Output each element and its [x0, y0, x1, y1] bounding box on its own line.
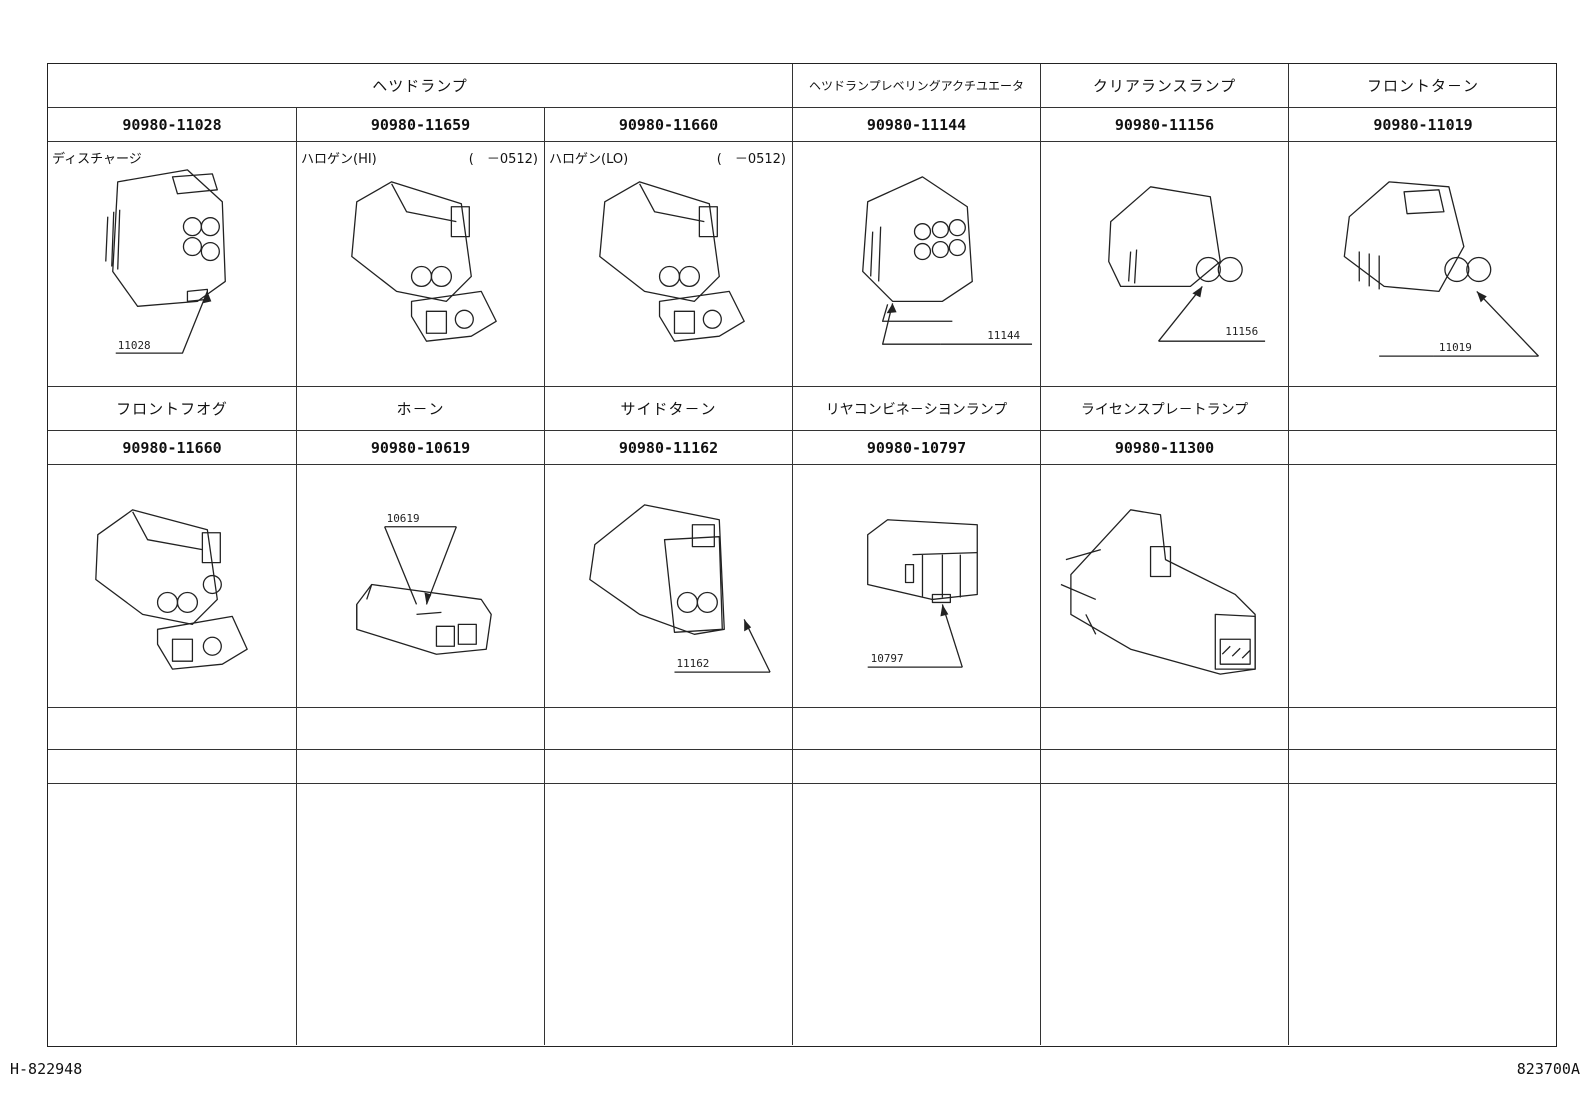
part-number: 90980-10797: [793, 431, 1041, 465]
connector-drawing: 11162: [589, 504, 771, 673]
group-header-leveling-actuator: ヘツドランプレベリングアクチユエータ: [793, 64, 1041, 108]
part-number: [1289, 431, 1557, 465]
connector-drawing: 11144: [862, 176, 1033, 345]
connector-table: ヘツドランプ ヘツドランプレベリングアクチユエータ クリアランスランプ フロント…: [47, 63, 1557, 1047]
group-header-rear-combination-lamp: リヤコンビネ－シヨンランプ: [793, 387, 1041, 431]
empty-cell: [1041, 708, 1289, 750]
connector-drawing: [95, 509, 248, 670]
callout-label: 11156: [1225, 325, 1258, 338]
part-number: 90980-11019: [1289, 108, 1557, 142]
variant-date-note: ( －0512): [468, 152, 538, 167]
connector-drawing: [599, 181, 745, 342]
group-header-license-plate-lamp: ライセンスプレ－トランプ: [1041, 387, 1289, 431]
drawing-number-right: 823700A: [1516, 1060, 1580, 1078]
empty-cell: [1041, 750, 1289, 784]
callout-label: 11162: [676, 657, 709, 670]
part-number: 90980-11144: [793, 108, 1041, 142]
empty-cell: [1289, 750, 1557, 784]
group-header-front-fog: フロントフオグ: [48, 387, 297, 431]
variant-date-note: ( －0512): [716, 152, 786, 167]
empty-cell: [793, 784, 1041, 1045]
empty-cell: [1289, 708, 1557, 750]
connector-illustration-fog-11660: [48, 465, 297, 708]
empty-cell: [545, 750, 793, 784]
connector-illustration-11028: ディスチャージ 11028: [48, 142, 297, 387]
connector-drawing: 11028: [105, 169, 226, 354]
connector-illustration-11144: 11144: [793, 142, 1041, 387]
empty-cell: [545, 708, 793, 750]
group-header-horn: ホ－ン: [297, 387, 545, 431]
empty-cell: [48, 784, 297, 1045]
connector-illustration-11660: ハロゲン(LO) ( －0512): [545, 142, 793, 387]
empty-cell: [793, 708, 1041, 750]
connector-illustration-11659: ハロゲン(HI) ( －0512): [297, 142, 545, 387]
connector-illustration-11019: 11019: [1289, 142, 1557, 387]
part-number: 90980-10619: [297, 431, 545, 465]
empty-cell: [297, 708, 545, 750]
connector-drawing: [1060, 509, 1256, 675]
empty-cell: [793, 750, 1041, 784]
connector-illustration-11156: 11156: [1041, 142, 1289, 387]
callout-label: 10619: [387, 512, 420, 525]
group-header-side-turn: サイドタ－ン: [545, 387, 793, 431]
callout-label: 11028: [118, 339, 151, 352]
part-number: 90980-11660: [48, 431, 297, 465]
empty-cell: [1289, 784, 1557, 1045]
group-header-headlamp: ヘツドランプ: [48, 64, 793, 108]
empty-cell: [297, 784, 545, 1045]
empty-cell: [48, 750, 297, 784]
connector-drawing: 11156: [1108, 186, 1266, 342]
connector-drawing: 11019: [1343, 181, 1539, 357]
empty-cell: [1289, 465, 1557, 708]
empty-cell: [297, 750, 545, 784]
callout-label: 10797: [871, 652, 904, 665]
variant-note: ディスチャージ: [52, 152, 142, 167]
part-number: 90980-11156: [1041, 108, 1289, 142]
connector-drawing: [351, 181, 497, 342]
empty-cell: [1041, 784, 1289, 1045]
part-number: 90980-11162: [545, 431, 793, 465]
part-number: 90980-11659: [297, 108, 545, 142]
part-number: 90980-11028: [48, 108, 297, 142]
connector-drawing: 10797: [867, 519, 978, 668]
variant-note: ハロゲン(LO): [549, 152, 629, 167]
group-header-clearance-lamp: クリアランスランプ: [1041, 64, 1289, 108]
connector-illustration-10619: 10619: [297, 465, 545, 708]
connector-drawing: 10619: [356, 512, 492, 655]
connector-illustration-11162: 11162: [545, 465, 793, 708]
connector-illustration-11300: [1041, 465, 1289, 708]
empty-cell: [48, 708, 297, 750]
variant-note: ハロゲン(HI): [301, 152, 377, 167]
connector-illustration-10797: 10797: [793, 465, 1041, 708]
group-header-empty: [1289, 387, 1557, 431]
callout-label: 11144: [987, 329, 1020, 342]
empty-cell: [545, 784, 793, 1045]
group-header-front-turn: フロントタ－ン: [1289, 64, 1557, 108]
part-number: 90980-11660: [545, 108, 793, 142]
part-number: 90980-11300: [1041, 431, 1289, 465]
callout-label: 11019: [1439, 341, 1472, 354]
drawing-number-left: H-822948: [10, 1060, 83, 1078]
